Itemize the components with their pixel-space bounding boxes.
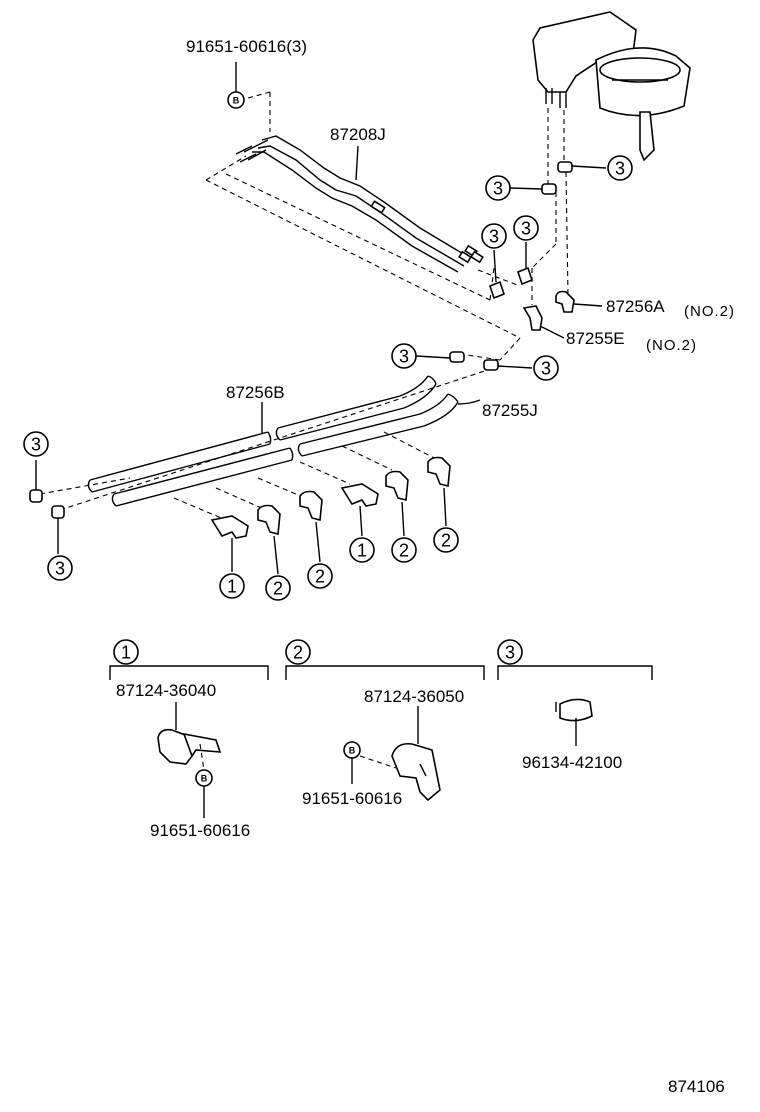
hose-87208j [235,135,484,273]
labels-main: 91651-60616(3) 87208J 87256A (NO.2) 8725… [186,37,735,434]
svg-text:B: B [233,96,240,106]
guide-lines [39,91,521,521]
hose-87256b [87,375,437,493]
callout-2-c: 2 [391,537,417,563]
callout-2-b: 2 [307,563,333,589]
svg-text:3: 3 [493,179,503,199]
svg-text:3: 3 [489,227,499,247]
callout-3-d: 3 [513,215,539,241]
label-detail2-bolt: 91651-60616 [302,789,402,808]
callout-2-d: 2 [433,527,459,553]
detail-3: 3 96134-42100 [497,639,653,772]
callout-3-g: 3 [23,431,49,457]
callout-3-b: 3 [485,175,511,201]
svg-text:1: 1 [121,643,131,663]
svg-text:3: 3 [55,559,65,579]
svg-text:2: 2 [441,531,451,551]
callout-3-e: 3 [391,343,417,369]
label-detail1-bolt: 91651-60616 [150,821,250,840]
svg-text:B: B [349,746,356,756]
label-87208j: 87208J [330,125,386,144]
callouts-main: B 3 3 3 3 3 3 3 [23,62,633,601]
svg-text:3: 3 [505,643,515,663]
svg-text:2: 2 [273,579,283,599]
callout-1-b: 1 [349,537,375,563]
svg-text:2: 2 [293,643,303,663]
callout-3-c: 3 [481,223,507,249]
label-87256a: 87256A [606,297,665,316]
callout-1-a: 1 [219,573,245,599]
hose-87255j [111,393,481,507]
label-87255j: 87255J [482,401,538,420]
callout-3-a: 3 [607,155,633,181]
label-top-bolt: 91651-60616(3) [186,37,307,56]
svg-text:3: 3 [521,219,531,239]
detail-2: 2 87124-36050 B 91651-60616 [285,639,485,808]
detail-1: 1 87124-36040 B 91651-60616 [109,639,269,840]
label-87256b: 87256B [226,383,285,402]
label-detail2-part: 87124-36050 [364,687,464,706]
svg-text:3: 3 [615,159,625,179]
svg-text:2: 2 [399,541,409,561]
svg-text:3: 3 [31,435,41,455]
svg-text:2: 2 [315,567,325,587]
svg-text:1: 1 [227,577,237,597]
callout-3-f: 3 [533,355,559,381]
callout-bolt-top: B [227,62,245,109]
svg-text:3: 3 [541,359,551,379]
heater-valve-assembly [531,11,691,305]
label-no2-a: (NO.2) [684,303,735,320]
label-87255e: 87255E [566,329,625,348]
label-no2-e: (NO.2) [646,337,697,354]
svg-text:B: B [201,774,208,784]
clamps-main [29,161,607,554]
label-detail1-part: 87124-36040 [116,681,216,700]
callout-3-h: 3 [47,555,73,581]
callout-2-a: 2 [265,575,291,601]
reference-code: 874106 [668,1077,725,1096]
label-detail3-part: 96134-42100 [522,753,622,772]
svg-text:3: 3 [399,347,409,367]
brackets-main [210,456,451,575]
svg-text:1: 1 [357,541,367,561]
